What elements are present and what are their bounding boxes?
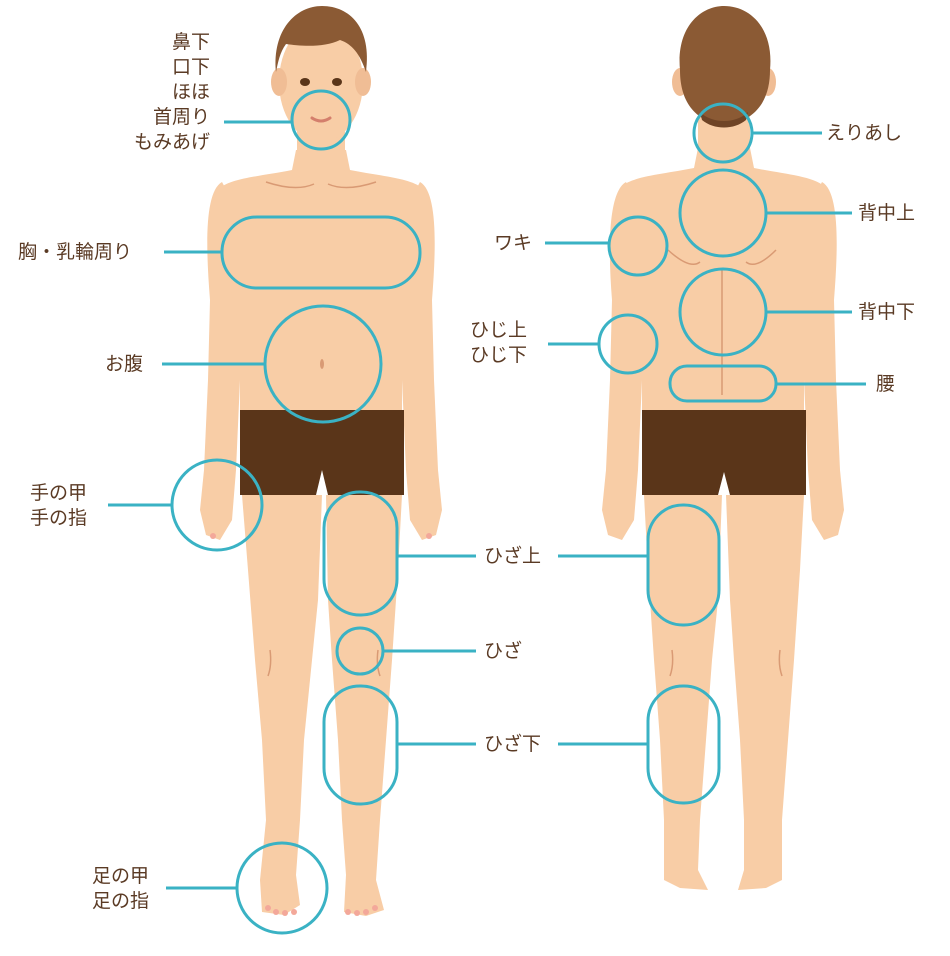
back-hair-shade xyxy=(700,112,748,128)
callout-face xyxy=(290,89,352,151)
front-shorts xyxy=(240,410,404,495)
label-nape: えりあし xyxy=(826,122,903,144)
front-toes xyxy=(210,533,432,916)
label-face-3: ほほ xyxy=(171,81,210,103)
callout-armpit xyxy=(607,215,669,277)
label-face-4: 首周り xyxy=(152,106,210,128)
label-hand: 手の甲 手の指 xyxy=(30,481,87,531)
front-navel xyxy=(320,359,324,369)
front-torso xyxy=(220,150,422,420)
callout-back-above-knee xyxy=(646,503,721,627)
label-face: 鼻下 口下 ほほ 首周り もみあげ xyxy=(134,30,210,155)
front-left-eye xyxy=(300,78,310,86)
label-elbow-2: ひじ下 xyxy=(470,344,528,366)
front-face xyxy=(279,22,363,142)
label-knee: ひざ xyxy=(484,640,523,662)
label-lower-back: 背中下 xyxy=(858,301,916,323)
label-face-5: もみあげ xyxy=(133,131,210,153)
back-neck xyxy=(698,110,750,172)
label-foot: 足の甲 足の指 xyxy=(92,864,149,914)
front-mouth xyxy=(310,116,332,123)
front-right-eye xyxy=(332,78,342,86)
back-figure xyxy=(602,6,844,890)
label-below-knee: ひざ下 xyxy=(484,733,542,755)
label-above-knee: ひざ上 xyxy=(484,545,542,567)
back-shoulderblades xyxy=(667,249,777,265)
front-left-leg xyxy=(242,495,322,915)
label-hand-1: 手の甲 xyxy=(30,482,88,504)
callout-front-above-knee xyxy=(322,490,399,617)
back-torso xyxy=(622,148,824,420)
back-right-leg xyxy=(726,495,804,890)
back-left-leg xyxy=(644,495,722,890)
front-collarbones xyxy=(265,181,377,189)
label-armpit: ワキ xyxy=(494,232,533,254)
front-figure xyxy=(200,6,442,916)
label-elbow: ひじ上 ひじ下 xyxy=(470,318,527,368)
back-hair xyxy=(679,6,771,126)
label-waist: 腰 xyxy=(876,373,896,395)
back-shorts xyxy=(642,410,806,495)
label-chest: 胸・乳輪周り xyxy=(18,241,133,263)
label-foot-2: 足の指 xyxy=(92,890,150,912)
label-elbow-1: ひじ上 xyxy=(470,319,528,341)
back-knees xyxy=(669,649,783,677)
front-left-ear xyxy=(271,68,287,96)
front-right-ear xyxy=(355,68,371,96)
label-hand-2: 手の指 xyxy=(30,507,88,529)
front-hair xyxy=(275,6,367,72)
label-face-2: 口下 xyxy=(171,56,210,78)
label-foot-1: 足の甲 xyxy=(92,865,150,887)
front-right-leg xyxy=(326,495,402,916)
label-belly: お腹 xyxy=(105,353,144,375)
label-face-1: 鼻下 xyxy=(171,31,210,53)
label-upper-back: 背中上 xyxy=(858,202,916,224)
leader-lines xyxy=(108,120,866,890)
